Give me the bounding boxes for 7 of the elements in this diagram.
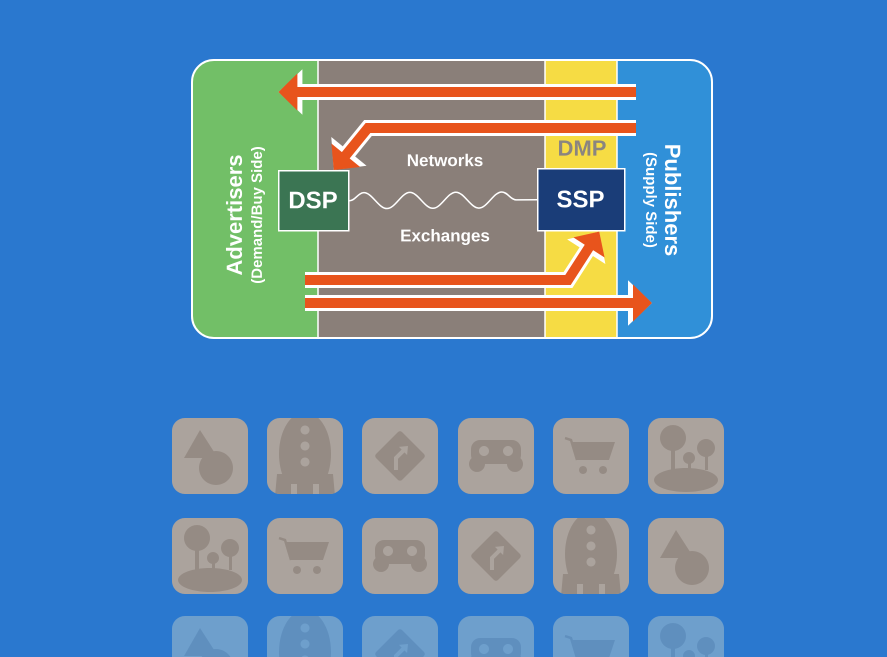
process-box: SSP — [537, 168, 626, 232]
band-label: DMP — [559, 140, 606, 156]
band-label: Exchanges — [401, 229, 490, 245]
publishers-band: Publishers (Supply Side) — [617, 60, 712, 338]
wavy-line — [349, 191, 537, 210]
process-box: DSP — [278, 170, 350, 232]
band-label: Networks — [408, 154, 483, 166]
